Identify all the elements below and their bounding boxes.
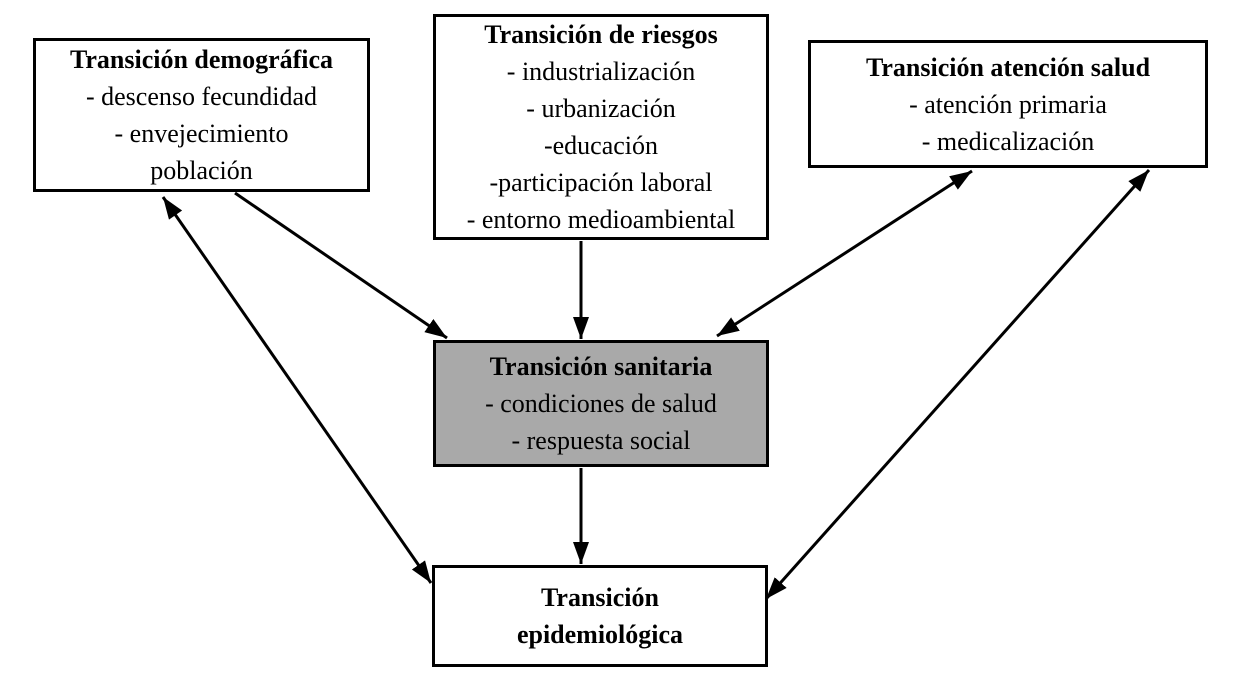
box-transicion-epidemiologica: Transición epidemiológica: [432, 565, 768, 667]
box-item: población: [150, 156, 253, 185]
box-title: Transición de riesgos: [484, 20, 718, 49]
arrow-atencion-epidemiologica-bidirectional: [764, 169, 1151, 600]
box-item: - atención primaria: [909, 89, 1107, 119]
box-item: - envejecimiento: [114, 119, 289, 148]
box-transicion-sanitaria: Transición sanitaria - condiciones de sa…: [433, 340, 769, 467]
box-item: - condiciones de salud: [485, 389, 717, 418]
box-item: - medicalización: [921, 126, 1095, 156]
box-item: -participación laboral: [489, 168, 713, 197]
arrow-demografica-epidemiologica-bidirectional: [161, 196, 433, 584]
box-item: -educación: [543, 131, 659, 160]
box-transicion-de-riesgos: Transición de riesgos - industrializació…: [433, 14, 769, 240]
box-transicion-demografica: Transición demográfica - descenso fecund…: [33, 38, 370, 192]
arrow-demografica-to-sanitaria: [234, 191, 448, 340]
box-item: - respuesta social: [511, 426, 691, 455]
box-title: Transición atención salud: [865, 52, 1151, 82]
box-item: - descenso fecundidad: [85, 82, 318, 111]
box-title-line: Transición: [541, 583, 659, 612]
box-title-line: epidemiológica: [516, 620, 684, 649]
box-transicion-atencion-salud: Transición atención salud - atención pri…: [808, 40, 1208, 168]
box-title: Transición sanitaria: [489, 352, 713, 381]
box-item: - entorno medioambiental: [466, 205, 736, 234]
box-item: - urbanización: [526, 94, 676, 123]
box-item: - industrialización: [506, 57, 696, 86]
box-title: Transición demográfica: [69, 45, 334, 74]
